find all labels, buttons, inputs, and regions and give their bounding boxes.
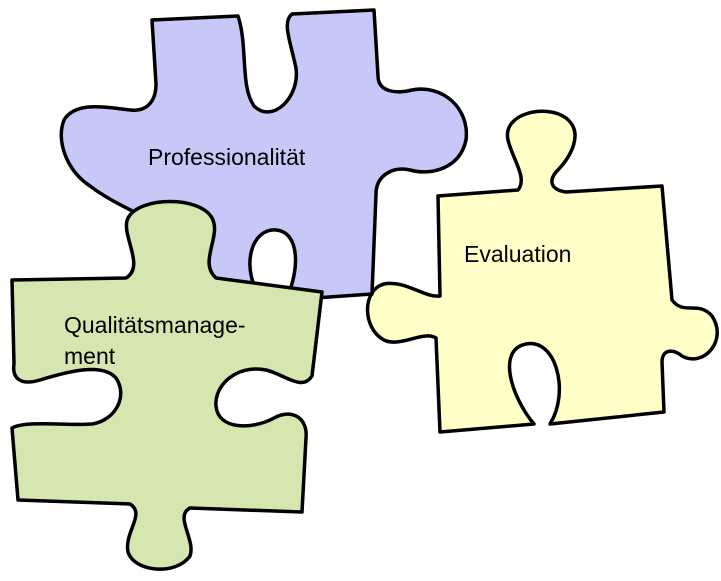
puzzle-piece-professionalitaet-shape bbox=[59, 8, 469, 302]
puzzle-piece-qualitaetsmanagement: Qualitätsmanage- ment bbox=[10, 199, 324, 571]
puzzle-piece-evaluation: Evaluation bbox=[365, 109, 719, 434]
qualitaetsmanagement-label: Qualitätsmanage- ment bbox=[64, 312, 252, 369]
professionalitaet-label: Professionalität bbox=[148, 144, 306, 170]
puzzle-piece-qualitaetsmanagement-shape bbox=[10, 199, 324, 571]
professionalitaet-label-line: Professionalität bbox=[148, 144, 306, 170]
puzzle-piece-professionalitaet: Professionalität bbox=[59, 8, 469, 302]
puzzle-piece-evaluation-shape bbox=[365, 109, 719, 434]
qualitaetsmanagement-label-line-1: Qualitätsmanage- bbox=[64, 312, 246, 338]
qualitaetsmanagement-label-line-2: ment bbox=[64, 343, 116, 369]
evaluation-label-line: Evaluation bbox=[464, 241, 571, 267]
evaluation-label: Evaluation bbox=[464, 241, 571, 267]
